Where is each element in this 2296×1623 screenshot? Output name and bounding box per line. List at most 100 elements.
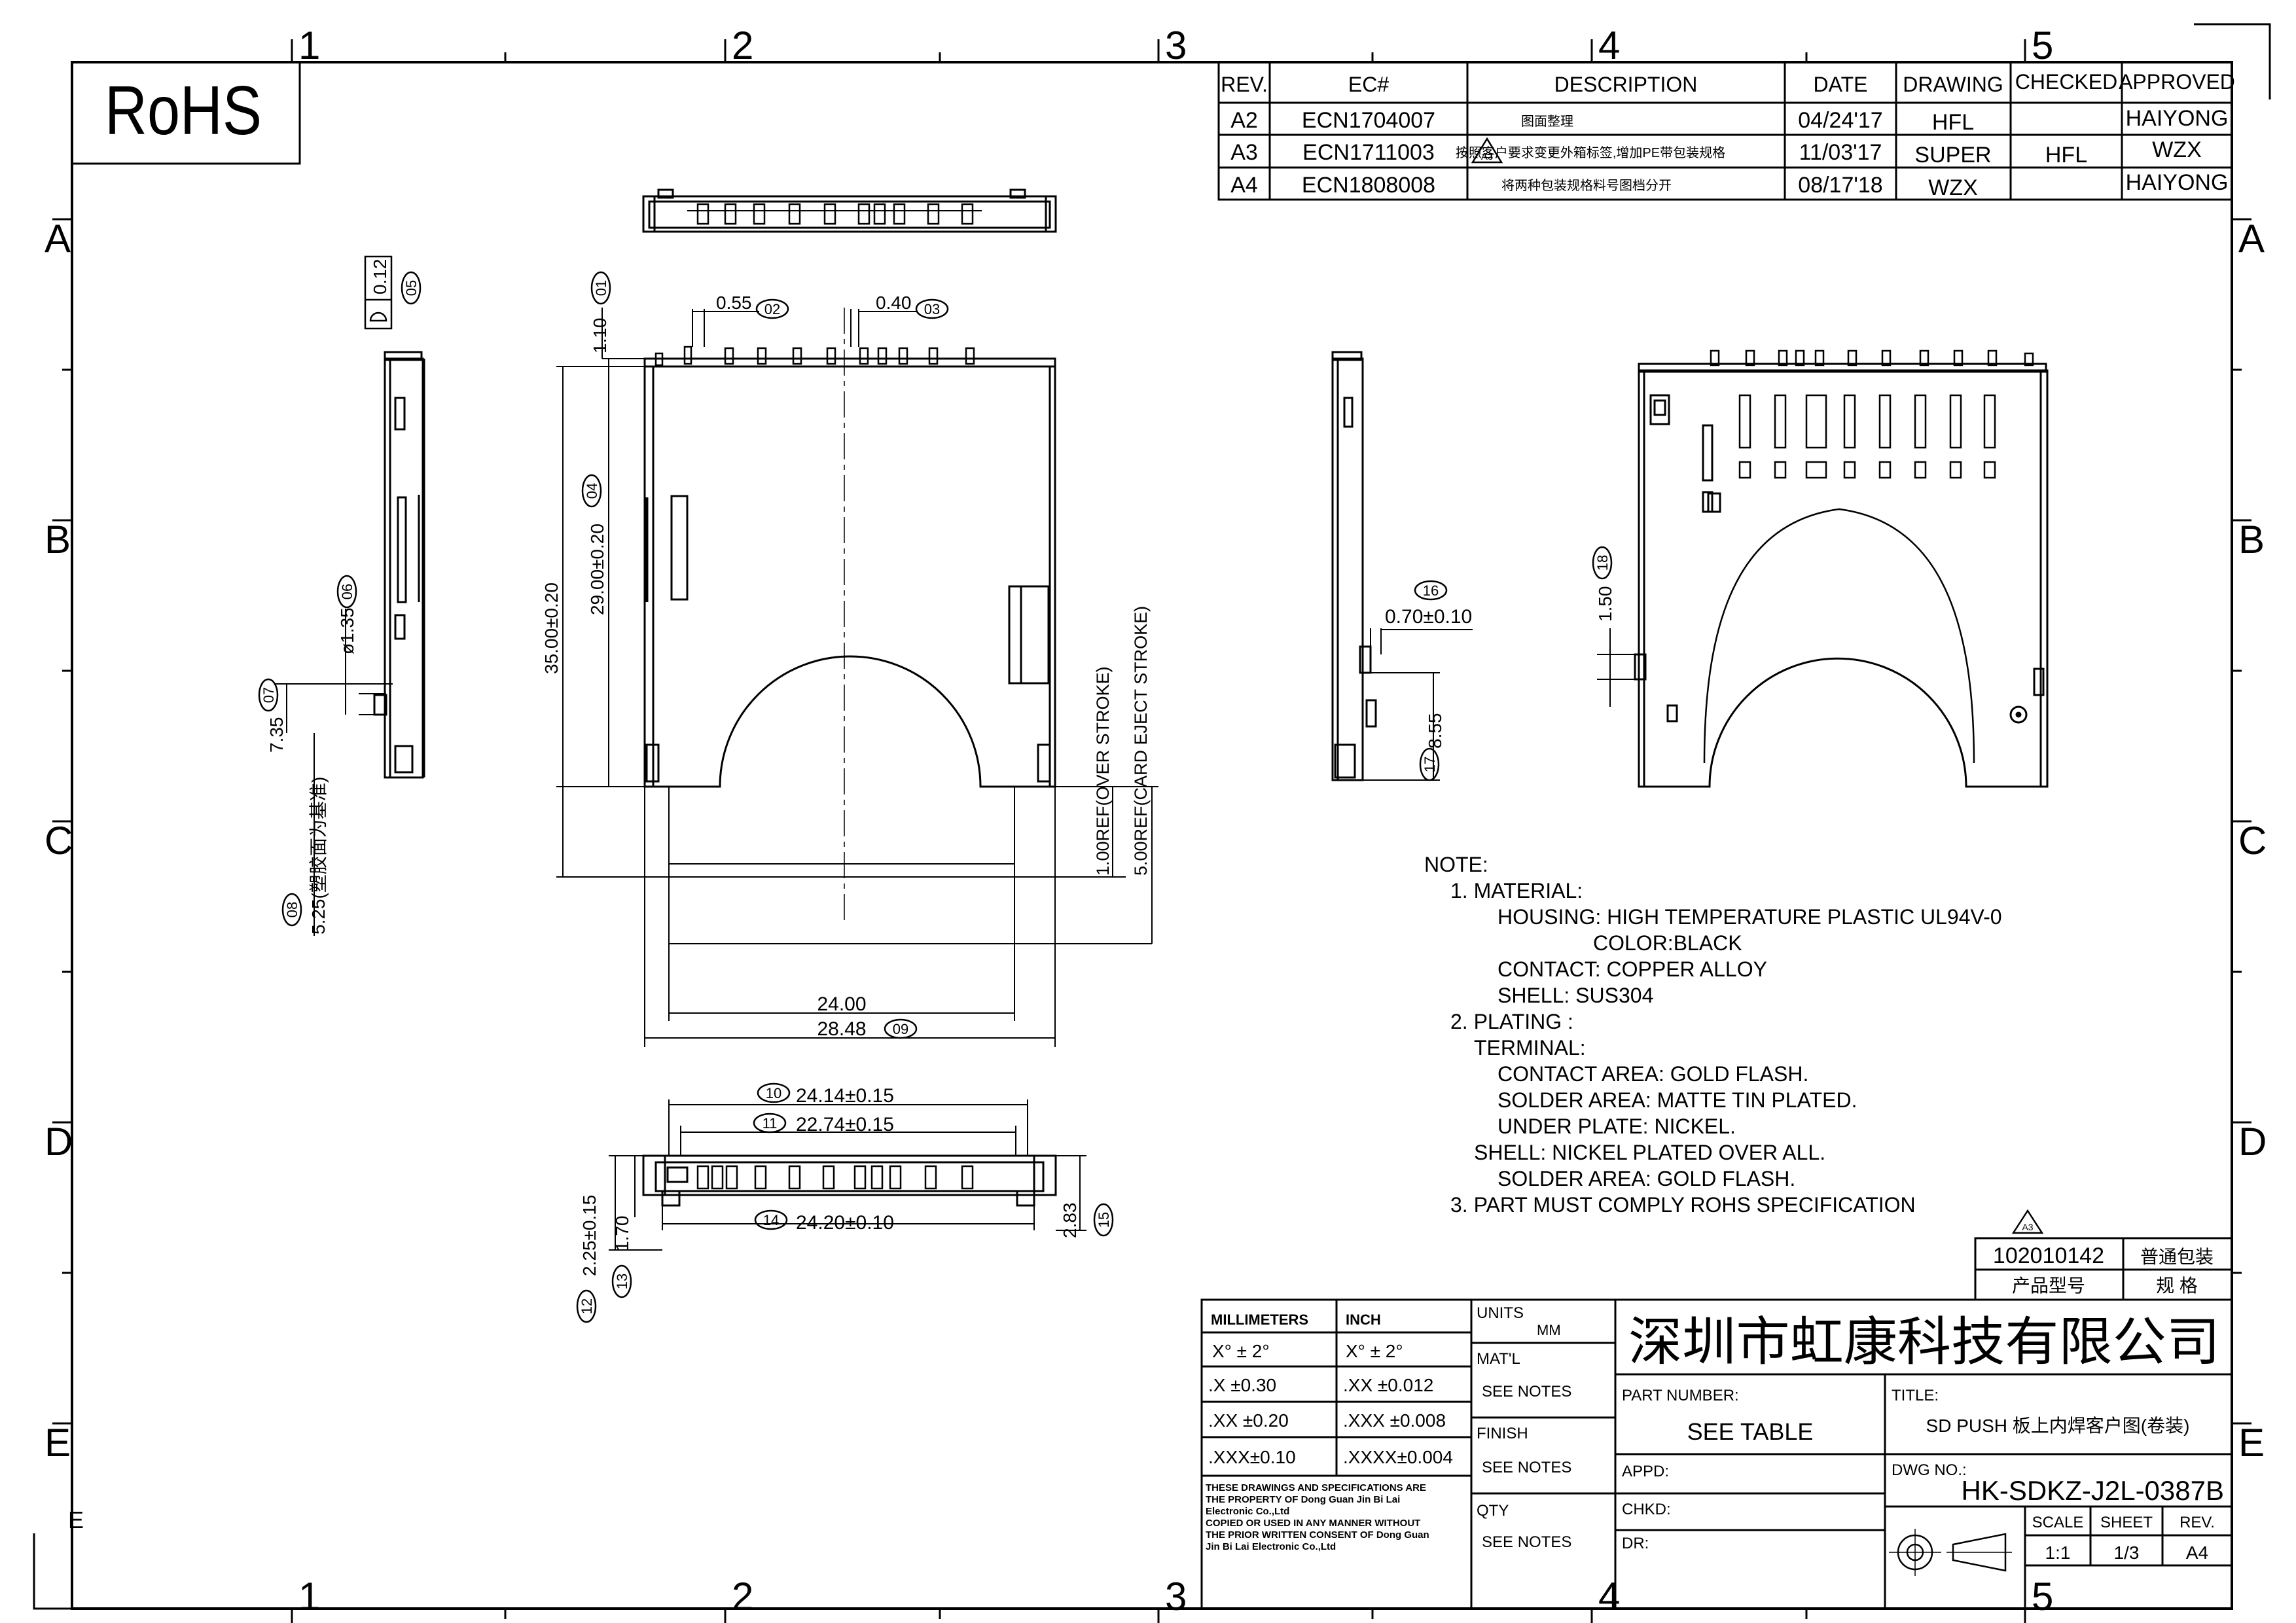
rev-header-approved: APPROVED	[2119, 70, 2235, 94]
dim-eject-stroke: 5.00REF(CARD EJECT STROKE)	[1131, 606, 1151, 876]
flatness-frame	[364, 255, 393, 330]
dim-17-balloon: 17	[1419, 747, 1440, 781]
rev-row-2-ec: ECN1711003	[1302, 140, 1435, 165]
tol-inch-xx: .XX ±0.012	[1343, 1375, 1433, 1395]
notes-line-7: TERMINAL:	[1474, 1036, 1586, 1060]
zone-number-bottom-2: 2	[732, 1575, 753, 1618]
rev-row-2-drawing: SUPER	[1914, 143, 1991, 168]
zone-letter-left-c: C	[45, 819, 73, 863]
zone-number-top-3: 3	[1165, 24, 1187, 67]
rev-row-1-approved: HAIYONG	[2126, 106, 2229, 131]
dim-13-value: 1.70	[612, 1216, 632, 1252]
property-note-4: COPIED OR USED IN ANY MANNER WITHOUT	[1206, 1518, 1420, 1529]
zone-letter-right-c: C	[2238, 819, 2267, 863]
right-side-view	[1331, 351, 1377, 781]
sheet-label: SHEET	[2100, 1514, 2153, 1531]
svg-text:02: 02	[764, 301, 780, 317]
dim-12-balloon: 12	[576, 1289, 597, 1323]
dim-17-value: 8.55	[1425, 713, 1445, 749]
svg-text:05: 05	[403, 280, 420, 296]
part-spec-label: 规 格	[2156, 1275, 2198, 1296]
rev-header-rev: REV.	[1221, 73, 1268, 96]
part-number-field-value: SEE TABLE	[1687, 1418, 1814, 1445]
dim-02-balloon: 02	[755, 298, 789, 319]
svg-text:06: 06	[339, 584, 355, 599]
zone-number-top-1: 1	[298, 24, 320, 67]
zone-number-bottom-1: 1	[298, 1575, 320, 1618]
dim-03-balloon: 03	[915, 298, 949, 319]
chkd-label: CHKD:	[1622, 1501, 1671, 1518]
svg-text:10: 10	[766, 1085, 781, 1101]
rev-row-2-approved: WZX	[2152, 137, 2202, 162]
svg-text:07: 07	[260, 687, 277, 703]
dim-35-value: 35.00±0.20	[541, 582, 562, 674]
dim-05-balloon: 05	[401, 271, 422, 305]
title-block: MILLIMETERS INCH X° ± 2° .X ±0.30 .XX ±0…	[1200, 1298, 2233, 1610]
property-note-2: THE PROPERTY OF Dong Guan Jin Bi Lai	[1206, 1494, 1400, 1505]
units-label: UNITS	[1477, 1304, 1524, 1322]
notes: NOTE: 1. MATERIAL: HOUSING: HIGH TEMPERA…	[1424, 853, 2002, 1217]
dim-04-value: 29.00±0.20	[587, 524, 607, 615]
dim-11-value: 22.74±0.15	[796, 1114, 894, 1135]
zone-ticks	[52, 39, 2251, 1623]
corner-letter-mark: E	[68, 1507, 84, 1533]
tol-mm-header: MILLIMETERS	[1211, 1311, 1308, 1328]
rev-row-3-desc: 将两种包装规格料号图档分开	[1501, 178, 1672, 193]
dim-24-value: 24.00	[817, 993, 866, 1015]
part-number-label: 产品型号	[2012, 1275, 2085, 1296]
notes-line-3: COLOR:BLACK	[1593, 931, 1742, 955]
notes-line-6: 2. PLATING :	[1450, 1010, 1573, 1033]
front-view	[643, 346, 1056, 944]
notes-line-8: CONTACT AREA: GOLD FLASH.	[1498, 1062, 1808, 1086]
matl-label: MAT'L	[1477, 1350, 1520, 1368]
sheet-value: 1/3	[2114, 1543, 2140, 1563]
tol-mm-xx: .XX ±0.20	[1208, 1410, 1289, 1431]
rev-row-1-desc: 图面整理	[1521, 114, 1573, 129]
rev-row-1-rev: A2	[1230, 108, 1258, 133]
dim-09-value: 28.48	[817, 1018, 866, 1040]
scale-value: 1:1	[2045, 1543, 2071, 1563]
notes-line-10: UNDER PLATE: NICKEL.	[1498, 1115, 1736, 1138]
dim-10-balloon: 10	[757, 1082, 791, 1103]
rev-header-date: DATE	[1814, 73, 1868, 96]
finish-value: SEE NOTES	[1482, 1459, 1571, 1476]
notes-line-9: SOLDER AREA: MATTE TIN PLATED.	[1498, 1088, 1857, 1112]
rev-row-3-date: 08/17'18	[1798, 173, 1882, 198]
dim-01-value: 1.10	[590, 318, 610, 354]
tol-inch-xxx: .XXX ±0.008	[1343, 1410, 1446, 1431]
rev-row-1-drawing: HFL	[1932, 110, 1974, 135]
part-flag-label: A3	[2022, 1222, 2033, 1232]
title-field-label: TITLE:	[1892, 1387, 1939, 1404]
dim-14-balloon: 14	[754, 1209, 788, 1230]
rev-row-2-rev: A3	[1230, 140, 1258, 165]
svg-text:15: 15	[1096, 1212, 1112, 1228]
svg-text:11: 11	[762, 1115, 778, 1132]
zone-letter-left-e: E	[45, 1421, 71, 1465]
part-packing-value: 普通包装	[2140, 1247, 2214, 1267]
tol-mm-xxx: .XXX±0.10	[1208, 1447, 1296, 1467]
zone-number-bottom-4: 4	[1598, 1575, 1620, 1618]
dim-13-balloon: 13	[611, 1264, 632, 1298]
dim-08-balloon: 08	[281, 893, 302, 927]
rev-row-2-desc: 按照客户要求变更外箱标签,增加PE带包装规格	[1456, 145, 1725, 160]
zone-letter-right-b: B	[2238, 518, 2265, 562]
top-view	[642, 188, 1057, 233]
matl-value: SEE NOTES	[1482, 1383, 1571, 1400]
notes-line-11: SHELL: NICKEL PLATED OVER ALL.	[1474, 1141, 1825, 1164]
property-note-5: THE PRIOR WRITTEN CONSENT OF Dong Guan	[1206, 1529, 1429, 1541]
notes-title: NOTE:	[1424, 853, 1488, 876]
rev-row-3-rev: A4	[1230, 173, 1258, 198]
zone-letter-left-b: B	[45, 518, 71, 562]
notes-line-12: SOLDER AREA: GOLD FLASH.	[1498, 1167, 1795, 1190]
dim-over-stroke: 1.00REF(OVER STROKE)	[1093, 666, 1113, 876]
notes-line-13: 3. PART MUST COMPLY ROHS SPECIFICATION	[1450, 1193, 1916, 1217]
dim-05-value: 0.12	[370, 259, 390, 295]
rev-row-2-date: 11/03'17	[1799, 140, 1882, 165]
rev-row-2-checked: HFL	[2045, 143, 2087, 168]
svg-text:08: 08	[284, 902, 300, 918]
svg-text:A3: A3	[1481, 151, 1493, 162]
part-number-table: A3 102010142 普通包装 产品型号 规 格	[1974, 1209, 2233, 1301]
property-note-1: THESE DRAWINGS AND SPECIFICATIONS ARE	[1206, 1482, 1426, 1493]
dim-03-value: 0.40	[876, 293, 912, 313]
